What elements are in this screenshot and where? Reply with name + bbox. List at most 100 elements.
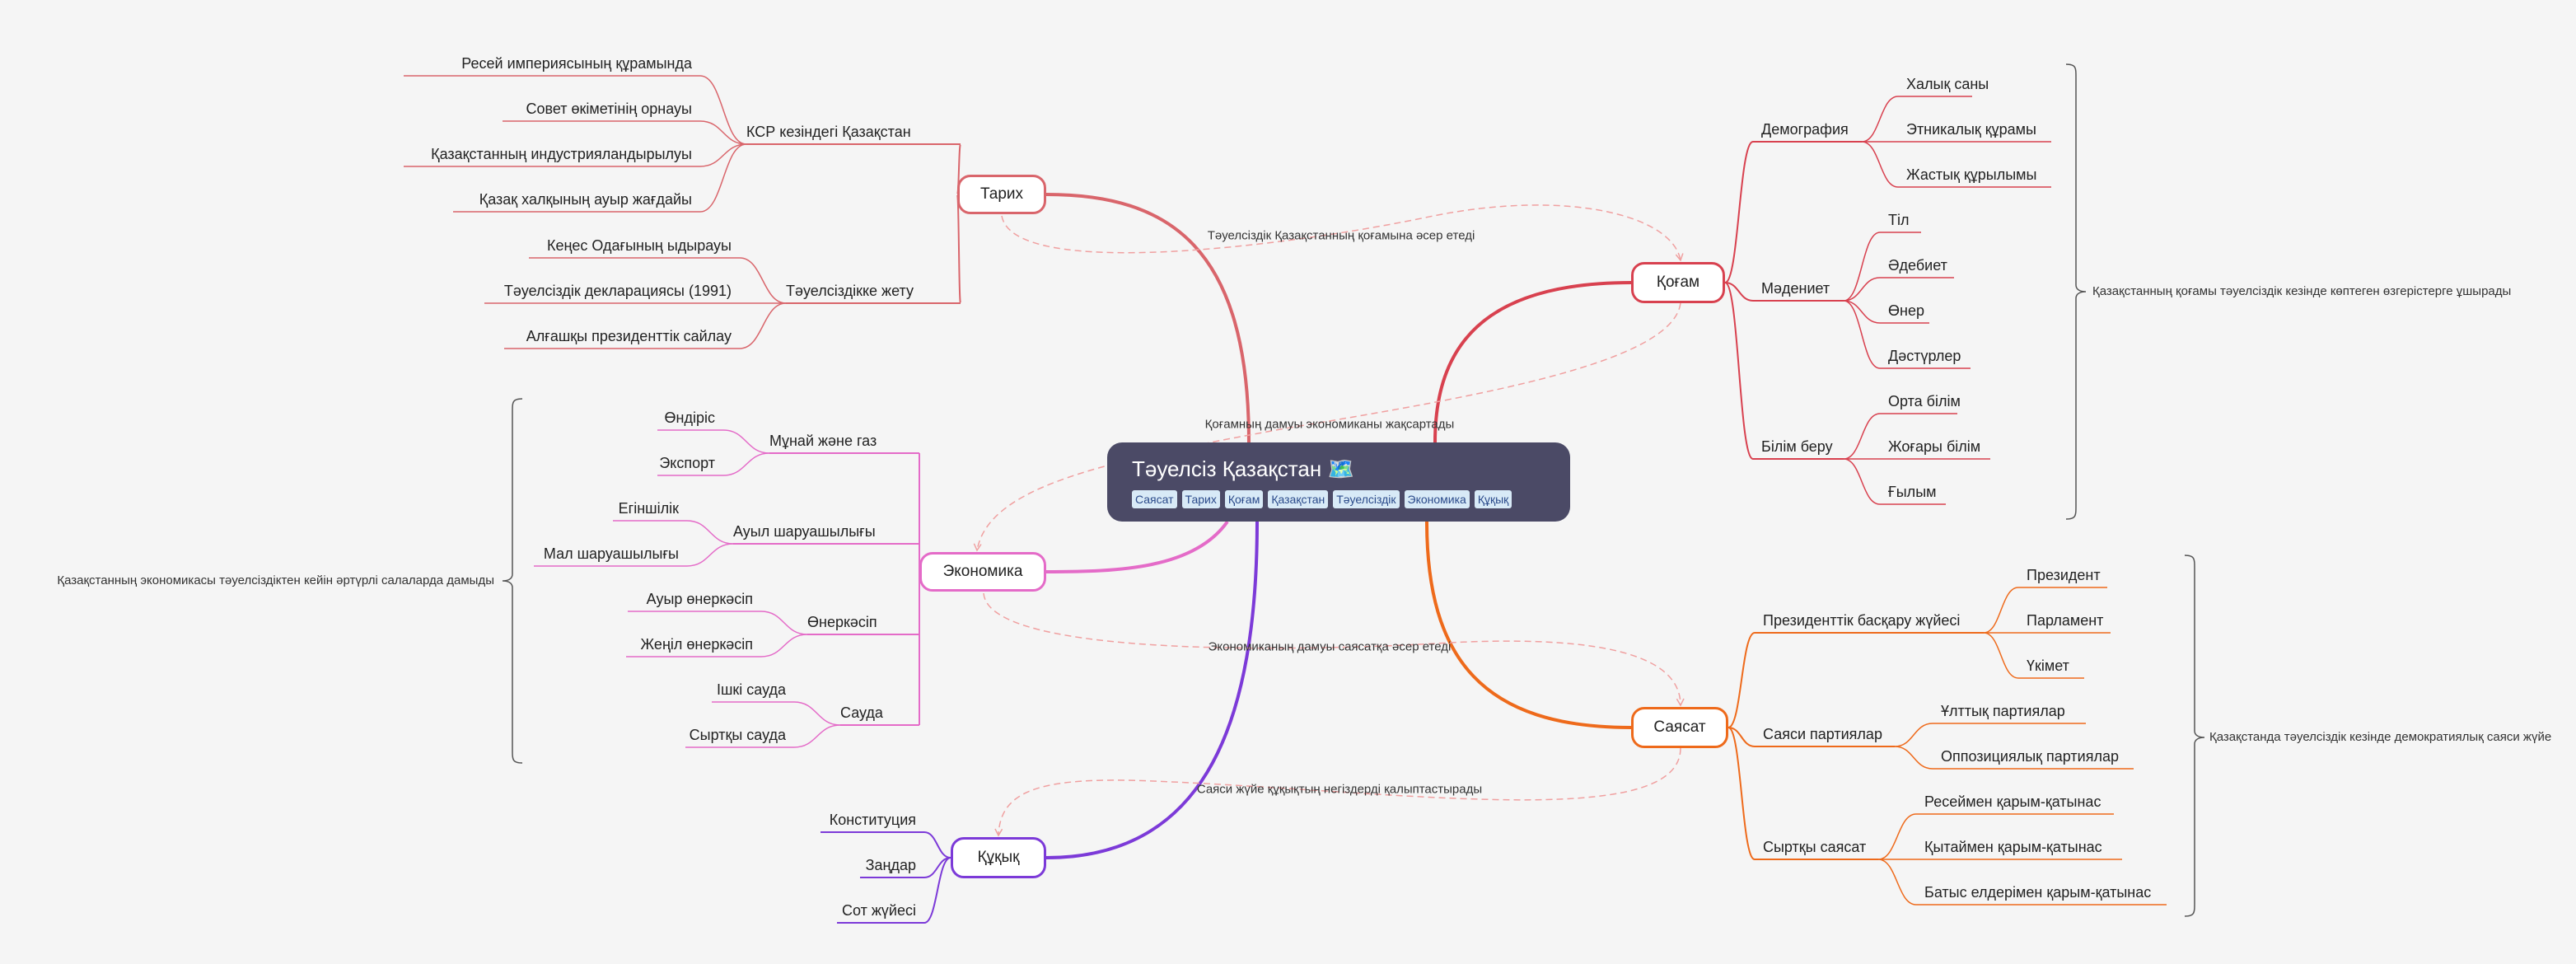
connector-107 [998, 747, 1681, 836]
relation-label-1[interactable]: Тәуелсіздік Қазақстанның қоғамына әсер е… [1207, 228, 1475, 243]
connector-103 [2184, 555, 2205, 917]
leaf-sayasat-4[interactable]: Ұлттық партиялар [1941, 703, 2065, 719]
leaf-ek-7[interactable]: Ішкі сауда [716, 681, 786, 698]
connector-3 [1433, 281, 1632, 443]
connector-71 [1724, 282, 1754, 460]
topic-sayasat[interactable]: Саясат [1631, 707, 1728, 748]
leaf-sayasat-2[interactable]: Парламент [2027, 612, 2104, 629]
connector-79 [1727, 632, 1756, 728]
leaf-qogam-4[interactable]: Тіл [1888, 212, 1910, 228]
connector-1 [1045, 520, 1229, 573]
subtopic-tauelsizdikke-zhetu[interactable]: Тәуелсіздікке жету [786, 283, 914, 299]
connector-25 [722, 429, 770, 454]
leaf-sayasat-6[interactable]: Ресеймен қарым-қатынас [1924, 793, 2101, 810]
leaf-qogam-5[interactable]: Әдебиет [1888, 257, 1947, 274]
leaf-ek-4[interactable]: Мал шаруашылығы [543, 545, 679, 562]
connector-31 [686, 520, 734, 545]
subtopic-sauda[interactable]: Сауда [840, 704, 883, 721]
leaf-ek-8[interactable]: Сыртқы сауда [689, 727, 786, 743]
leaf-qogam-10[interactable]: Ғылым [1888, 484, 1937, 500]
topic-qogam[interactable]: Қоғам [1631, 262, 1725, 303]
leaf-sayasat-1[interactable]: Президент [2027, 567, 2101, 583]
leaf-quqyq-3[interactable]: Сот жүйесі [842, 902, 916, 919]
leaf-sayasat-8[interactable]: Батыс елдерімен қарым-қатынас [1924, 884, 2152, 901]
tag-tauelsizdik[interactable]: Тәуелсіздік [1333, 490, 1400, 508]
leaf-ek-3[interactable]: Егіншілік [618, 500, 679, 517]
leaf-quqyq-2[interactable]: Заңдар [865, 857, 916, 873]
connector-104 [1001, 204, 1681, 261]
relation-label-2[interactable]: Қоғамның дамуы экономиканы жақсартады [1204, 417, 1455, 432]
leaf-sayasat-3[interactable]: Үкімет [2027, 657, 2069, 674]
relation-arrowhead [994, 828, 1003, 837]
connector-73 [1843, 413, 1881, 460]
summary-qogam: Қазақстанның қоғамы тәуелсіздік кезінде … [2092, 284, 2512, 298]
connector-0 [1045, 193, 1251, 443]
root-topic[interactable]: Тәуелсіз Қазақстан 🗺️ Саясат Тарих Қоғам… [1107, 442, 1570, 522]
leaf-tarih-5[interactable]: Кеңес Одағының ыдырауы [546, 237, 732, 254]
leaf-sayasat-7[interactable]: Қытаймен қарым-қатынас [1924, 839, 2102, 855]
tag-sayasat[interactable]: Саясат [1132, 490, 1177, 508]
leaf-tarih-3[interactable]: Қазақстанның индустрияландырылуы [431, 146, 692, 162]
subtopic-prezidenttik[interactable]: Президенттік басқару жүйесі [1763, 612, 1961, 629]
connector-lines [404, 63, 2205, 924]
leaf-tarih-7[interactable]: Алғашқы президенттік сайлау [526, 328, 732, 344]
connector-91 [1894, 746, 1933, 770]
leaf-tarih-1[interactable]: Ресей империясының құрамында [461, 55, 692, 72]
leaf-qogam-9[interactable]: Жоғары білім [1888, 438, 1981, 455]
subtopic-madeniet[interactable]: Мәдениет [1761, 280, 1830, 297]
connector-89 [1894, 723, 1933, 747]
subtopic-ksr[interactable]: КСР кезіндегі Қазақстан [746, 124, 911, 140]
subtopic-bilim[interactable]: Білім беру [1761, 438, 1833, 455]
tag-qogam[interactable]: Қоғам [1224, 490, 1264, 508]
leaf-ek-5[interactable]: Ауыр өнеркәсіп [646, 591, 753, 607]
relation-arrowhead [1676, 698, 1685, 707]
leaf-ek-6[interactable]: Жеңіл өнеркәсіп [640, 636, 753, 653]
connector-15 [956, 194, 961, 304]
connector-59 [1861, 141, 1899, 188]
topic-ekonomika[interactable]: Экономика [919, 552, 1046, 592]
leaf-qogam-6[interactable]: Өнер [1888, 302, 1924, 319]
connector-101 [502, 398, 523, 764]
tag-qazaqstan[interactable]: Қазақстан [1268, 490, 1329, 508]
leaf-tarih-6[interactable]: Тәуелсіздік декларациясы (1991) [503, 283, 732, 299]
connector-11 [699, 143, 747, 167]
connector-95 [1877, 813, 1917, 860]
leaf-quqyq-1[interactable]: Конституция [829, 812, 916, 828]
relation-lines [973, 204, 1685, 837]
subtopic-demografiya[interactable]: Демография [1761, 121, 1849, 138]
relation-arrowhead [973, 543, 982, 552]
leaf-qogam-1[interactable]: Халық саны [1906, 76, 1989, 92]
connector-87 [1727, 727, 1756, 747]
tag-tarih[interactable]: Тарих [1181, 490, 1220, 508]
connector-106 [983, 592, 1681, 706]
relation-label-4[interactable]: Саяси жүйе құқықтың негіздерді қалыптаст… [1196, 782, 1483, 797]
relation-label-3[interactable]: Экономиканың дамуы саясатқа әсер етеді [1208, 639, 1452, 654]
subtopic-munai[interactable]: Мұнай және газ [769, 433, 877, 449]
leaf-tarih-2[interactable]: Совет өкіметінің орнауы [526, 101, 692, 117]
leaf-qogam-2[interactable]: Этникалық құрамы [1906, 121, 2036, 138]
summary-sayasat: Қазақстанда тәуелсіздік кезінде демократ… [2209, 730, 2552, 744]
tag-quqyq[interactable]: Құқық [1474, 490, 1512, 508]
tag-ekonomika[interactable]: Экономика [1404, 490, 1470, 508]
root-title: Тәуелсіз Қазақстан 🗺️ [1132, 456, 1354, 481]
connector-105 [976, 302, 1681, 551]
leaf-sayasat-5[interactable]: Оппозициялық партиялар [1941, 748, 2119, 765]
connector-47 [923, 831, 951, 859]
topic-tarih[interactable]: Тарих [957, 175, 1046, 214]
subtopic-partiyalar[interactable]: Саяси партиялар [1763, 726, 1882, 742]
connector-61 [1724, 282, 1754, 302]
topic-quqyq[interactable]: Құқық [951, 837, 1046, 878]
leaf-ek-2[interactable]: Экспорт [659, 455, 715, 471]
leaf-qogam-8[interactable]: Орта білім [1888, 393, 1961, 409]
leaf-qogam-7[interactable]: Дәстүрлер [1888, 348, 1961, 364]
leaf-ek-1[interactable]: Өндіріс [664, 409, 715, 426]
leaf-qogam-3[interactable]: Жастық құрылымы [1906, 166, 2037, 183]
connector-37 [760, 611, 808, 635]
subtopic-onerkasip[interactable]: Өнеркәсіп [807, 614, 877, 630]
connector-43 [793, 701, 841, 726]
subtopic-syrtqy[interactable]: Сыртқы саясат [1763, 839, 1867, 855]
connector-69 [1843, 300, 1881, 369]
subtopic-auyl[interactable]: Ауыл шаруашылығы [733, 523, 876, 540]
leaf-tarih-4[interactable]: Қазақ халқының ауыр жағдайы [479, 191, 692, 208]
